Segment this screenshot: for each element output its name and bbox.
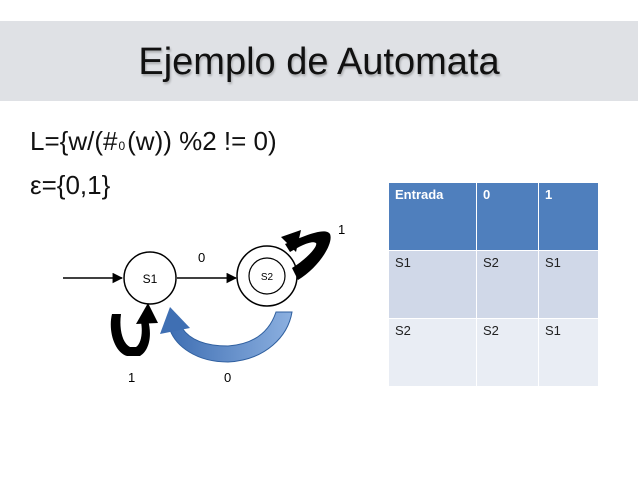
s1-self-loop-label: 1 bbox=[128, 370, 135, 385]
table-cell: S2 bbox=[476, 318, 539, 387]
language-suffix: (w)) %2 != 0) bbox=[127, 126, 277, 156]
edge-s1-s2-label: 0 bbox=[198, 250, 205, 265]
table-cell: S1 bbox=[388, 250, 477, 319]
edge-s2-s1-arrowhead bbox=[160, 307, 190, 334]
edge-s2-s1-label: 0 bbox=[224, 370, 231, 385]
table-row: S2 S2 S1 bbox=[388, 318, 599, 387]
state-s2-label: S2 bbox=[261, 272, 274, 283]
s1-self-loop bbox=[110, 314, 150, 356]
state-s1-label: S1 bbox=[143, 272, 158, 286]
table-header-entrada: Entrada bbox=[388, 182, 477, 251]
alphabet-definition: ε={0,1} bbox=[30, 170, 111, 200]
s2-self-loop-label: 1 bbox=[338, 222, 345, 237]
slide-title: Ejemplo de Automata bbox=[138, 41, 500, 83]
s1-self-loop-arrowhead bbox=[136, 303, 158, 324]
table-cell: S2 bbox=[476, 250, 539, 319]
language-prefix: L={w/(# bbox=[30, 126, 118, 156]
table-header-row: Entrada 0 1 bbox=[388, 182, 599, 251]
table-row: S1 S2 S1 bbox=[388, 250, 599, 319]
language-definition: L={w/(#0(w)) %2 != 0) bbox=[30, 124, 277, 163]
table-cell: S2 bbox=[388, 318, 477, 387]
language-subscript: 0 bbox=[118, 139, 126, 153]
state-s2-inner-circle bbox=[248, 257, 286, 295]
table-header-1: 1 bbox=[538, 182, 599, 251]
table-cell: S1 bbox=[538, 318, 599, 387]
s2-self-loop-arrowhead bbox=[281, 230, 301, 252]
edge-s2-s1 bbox=[169, 311, 293, 363]
transition-table: Entrada 0 1 S1 S2 S1 S2 S2 S1 bbox=[388, 182, 599, 387]
state-s1-circle bbox=[123, 251, 177, 305]
table-cell: S1 bbox=[538, 250, 599, 319]
table-header-0: 0 bbox=[476, 182, 539, 251]
title-band bbox=[0, 21, 638, 101]
